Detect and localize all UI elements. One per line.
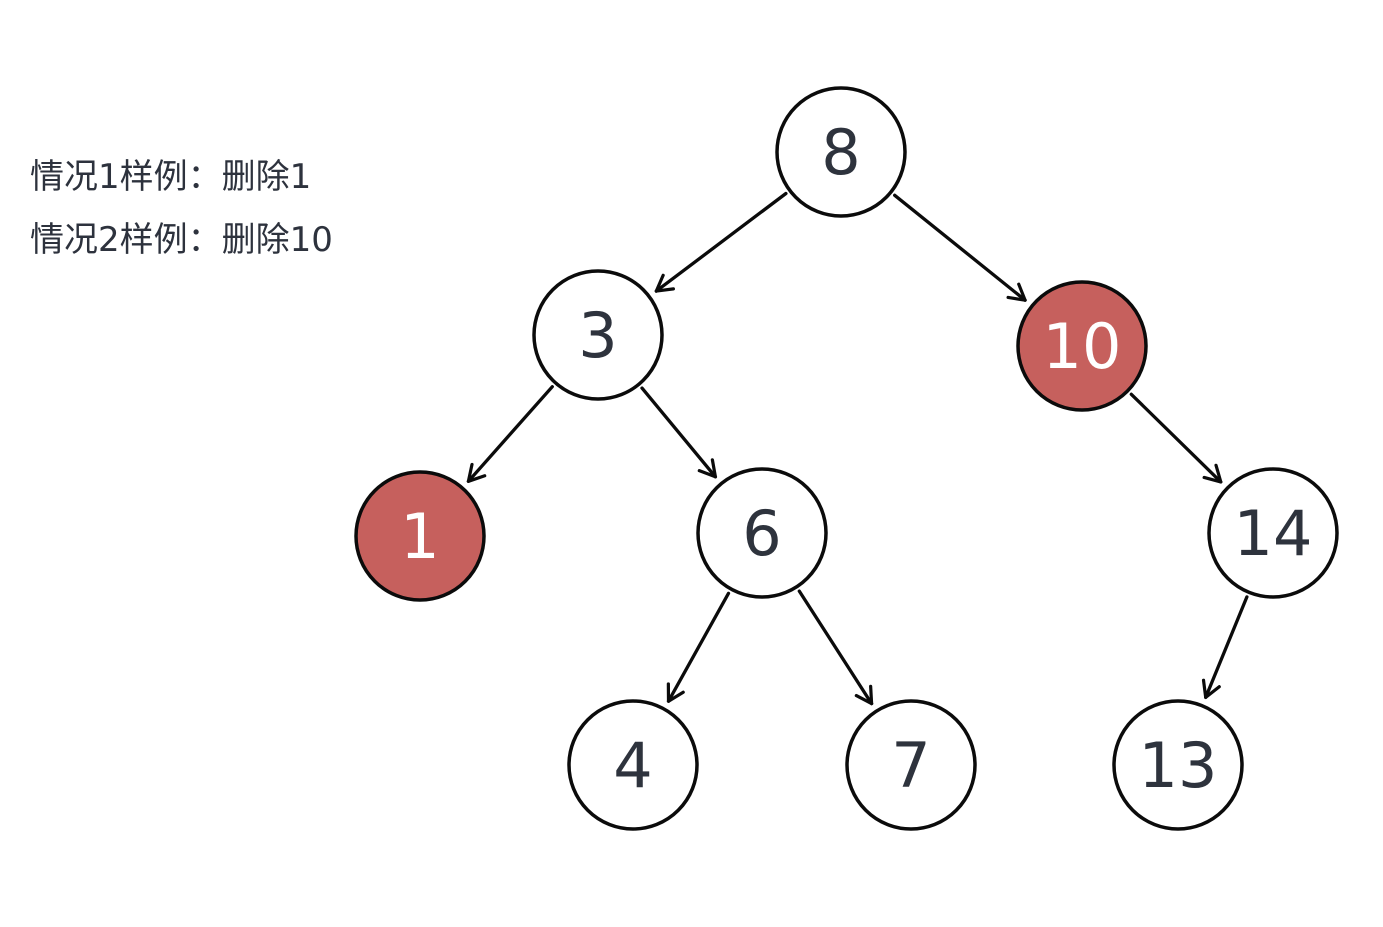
tree-edge-8-10: [893, 193, 1027, 302]
node-label: 13: [1139, 729, 1218, 802]
node-circle: [1207, 467, 1339, 599]
tree-edges-layer: [466, 191, 1249, 706]
tree-node-1: 1: [354, 470, 486, 602]
tree-node-14: 14: [1207, 467, 1339, 599]
tree-edge-6-4: [666, 591, 731, 703]
node-circle: [845, 699, 977, 831]
tree-node-13: 13: [1112, 699, 1244, 831]
node-label: 3: [578, 299, 617, 372]
tree-node-6: 6: [696, 467, 828, 599]
notes-block: 情况1样例：删除1 情况2样例：删除10: [30, 146, 333, 272]
node-circle: [354, 470, 486, 602]
node-label: 4: [613, 729, 652, 802]
node-circle: [775, 86, 907, 218]
note-case2: 情况2样例：删除10: [30, 220, 333, 260]
tree-edge-10-14: [1129, 392, 1223, 484]
tree-node-8: 8: [775, 86, 907, 218]
node-circle: [532, 269, 664, 401]
node-circle: [567, 699, 699, 831]
tree-edge-3-6: [640, 386, 718, 479]
node-label: 14: [1234, 497, 1313, 570]
tree-node-4: 4: [567, 699, 699, 831]
tree-edge-8-3: [654, 191, 788, 293]
tree-edge-6-7: [797, 589, 874, 706]
node-label: 7: [891, 729, 930, 802]
node-label: 10: [1043, 310, 1122, 383]
tree-node-3: 3: [532, 269, 664, 401]
tree-edge-14-13: [1201, 595, 1249, 700]
node-label: 8: [821, 116, 860, 189]
tree-node-10: 10: [1016, 280, 1148, 412]
tree-edge-3-1: [466, 385, 554, 483]
tree-nodes-layer: 8 3 10 1 6 14 4 7 13: [354, 86, 1339, 831]
tree-node-7: 7: [845, 699, 977, 831]
node-circle: [696, 467, 828, 599]
node-label: 6: [742, 497, 781, 570]
node-circle: [1112, 699, 1244, 831]
node-label: 1: [400, 500, 439, 573]
node-circle: [1016, 280, 1148, 412]
note-case1: 情况1样例：删除1: [30, 157, 312, 197]
